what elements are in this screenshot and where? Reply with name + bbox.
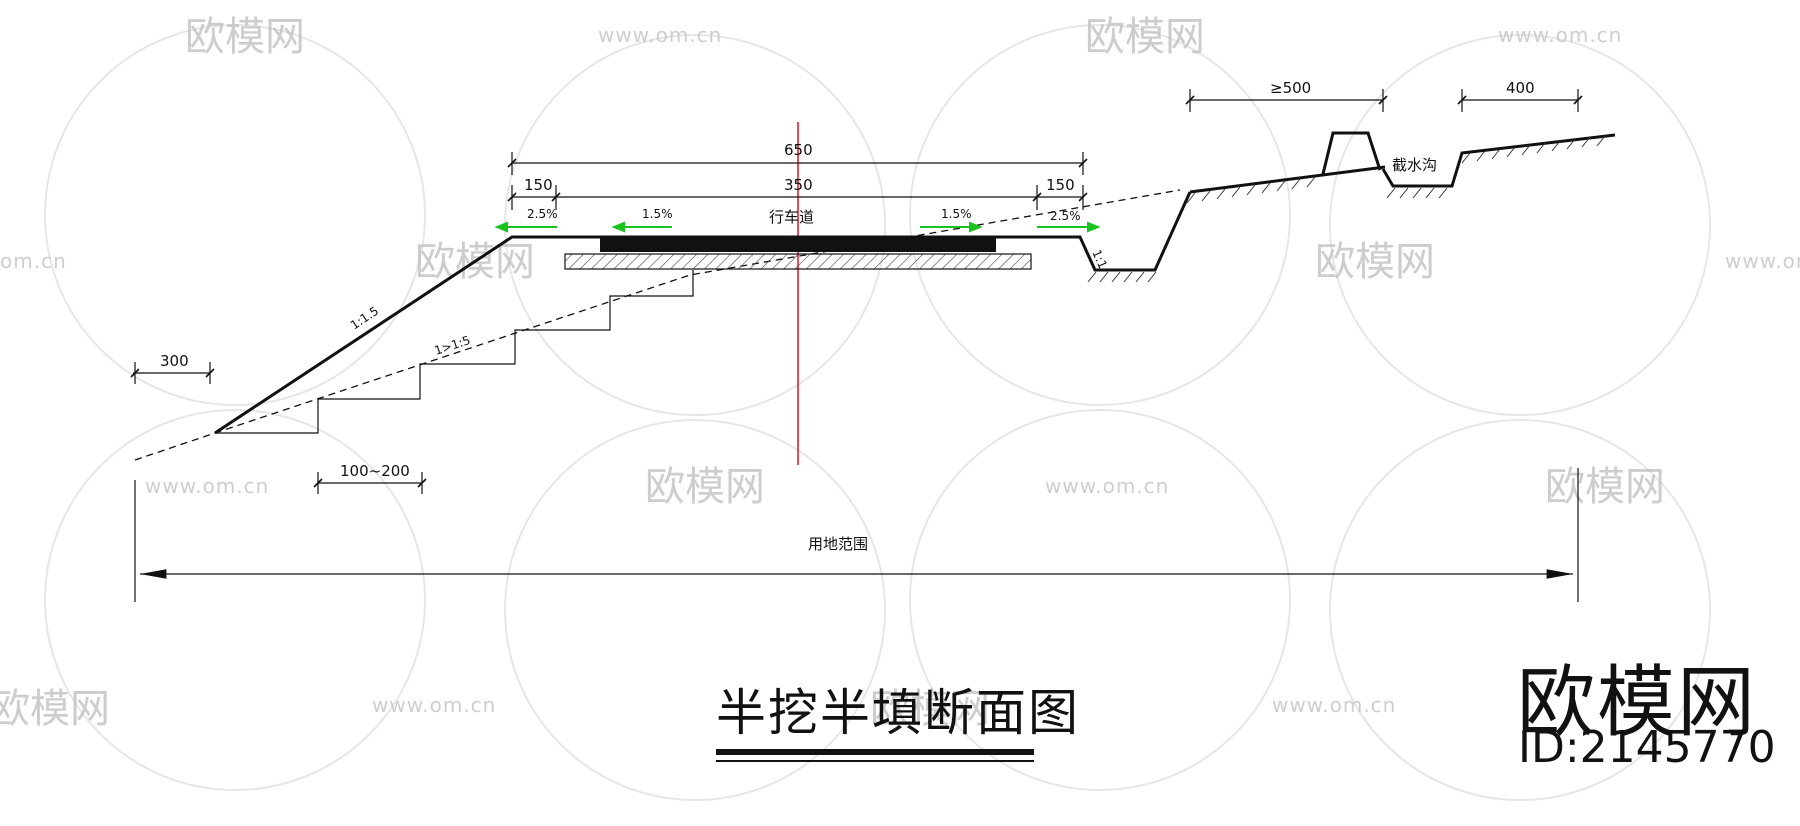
- watermark-brand: 欧模网: [645, 464, 765, 510]
- logo-id: ID:2145770: [1518, 722, 1776, 773]
- berm-mound: [1321, 131, 1382, 175]
- benching-steps: [215, 270, 694, 434]
- watermark-url: www.om.cn: [372, 693, 496, 717]
- carriageway-name: 行车道: [769, 208, 814, 226]
- ground-hatching: [1087, 135, 1606, 283]
- watermark-brand: 欧模网: [1545, 464, 1665, 510]
- dimension-ticks: [130, 95, 1583, 488]
- cut-top-ground: [1189, 165, 1386, 194]
- watermark-brand: 欧模网: [870, 686, 990, 732]
- watermark-brand: 欧模网: [1315, 239, 1435, 285]
- slope-lane-right: 1.5%: [941, 207, 972, 221]
- pavement-base-layer: [564, 253, 1032, 270]
- watermark-url: om.cn: [0, 249, 67, 273]
- slope-lane-left: 1.5%: [642, 207, 673, 221]
- watermark-brand: 欧模网: [185, 14, 305, 60]
- slope-shoulder-right: 2.5%: [1050, 209, 1081, 223]
- dimension-lines: [133, 89, 1579, 602]
- crossfall-arrows: [494, 221, 1101, 233]
- ground-slope-ratio: 1>1:5: [433, 333, 473, 358]
- watermark-layer: 欧模网 欧模网 欧模网 欧模网 欧模网 欧模网 欧模网 欧模网 www.om.c…: [0, 14, 1800, 801]
- land-range-label: 用地范围: [808, 535, 868, 553]
- dim-berm-width: ≥500: [1270, 79, 1311, 97]
- watermark-url: www.om.cn: [1725, 249, 1800, 273]
- watermark-url: www.om.cn: [598, 23, 722, 47]
- dim-shoulder-left: 150: [524, 176, 553, 194]
- dim-shoulder-right: 150: [1046, 176, 1075, 194]
- logo-brand: 欧模网: [1517, 658, 1758, 748]
- watermark-url: www.om.cn: [145, 474, 269, 498]
- dim-outer-width: 400: [1506, 79, 1535, 97]
- title-underline-thin: [716, 760, 1034, 762]
- watermark-brand: 欧模网: [0, 686, 110, 732]
- dim-step-width: 100~200: [340, 462, 410, 480]
- watermark-brand: 欧模网: [1085, 14, 1205, 60]
- pavement-surface-layer: [600, 236, 996, 252]
- intercept-ditch-label: 截水沟: [1392, 156, 1437, 174]
- watermark-url: www.om.cn: [1498, 23, 1622, 47]
- watermark-url: www.om.cn: [1045, 474, 1169, 498]
- intercept-ditch: [1381, 133, 1616, 188]
- watermark-url: www.om.cn: [1272, 693, 1396, 717]
- slope-shoulder-left: 2.5%: [527, 207, 558, 221]
- roadbed-outline: [214, 191, 1192, 435]
- dim-total-width: 650: [784, 141, 813, 159]
- dim-toe-width: 300: [160, 352, 189, 370]
- original-ground-line: [134, 189, 1181, 461]
- title-underline-thick: [716, 749, 1034, 755]
- drawing-title: 半挖半填断面图: [716, 684, 1080, 742]
- dim-carriageway: 350: [784, 176, 813, 194]
